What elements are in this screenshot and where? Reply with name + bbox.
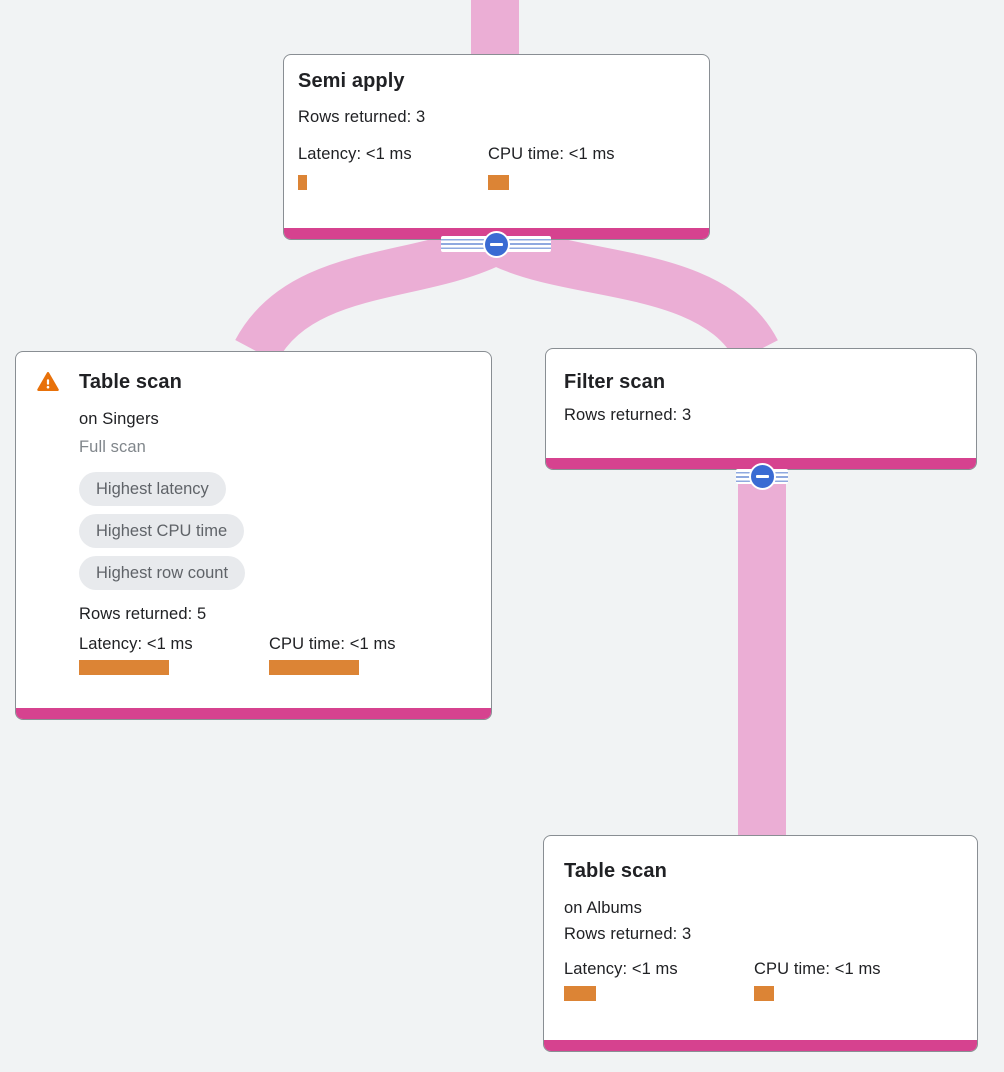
node-subtitle: on Singers	[79, 410, 159, 428]
node-semi-apply[interactable]: Semi apply Rows returned: 3 Latency: <1 …	[283, 54, 710, 240]
collapse-button-semi-apply[interactable]	[483, 231, 510, 258]
warning-icon	[37, 372, 59, 391]
latency-bar	[79, 660, 169, 675]
cpu-time-bar	[488, 175, 509, 190]
minus-icon	[756, 475, 769, 478]
node-table-scan-albums[interactable]: Table scan on Albums Rows returned: 3 La…	[543, 835, 978, 1052]
node-footer-bar	[16, 708, 491, 719]
badge-highest-row-count: Highest row count	[79, 556, 246, 590]
badge-highest-cpu-time: Highest CPU time	[79, 514, 245, 548]
latency-bar	[298, 175, 307, 190]
rows-returned: Rows returned: 3	[298, 108, 426, 126]
latency-bar	[564, 986, 596, 1001]
node-title: Filter scan	[564, 371, 666, 393]
badge-highest-latency: Highest latency	[79, 472, 226, 506]
minus-icon	[490, 243, 503, 246]
collapse-button-filter-scan[interactable]	[749, 463, 776, 490]
latency-label: Latency: <1 ms	[79, 635, 193, 653]
rows-returned: Rows returned: 3	[564, 406, 692, 424]
edge-semi-apply-to-table-scan-singers	[235, 222, 501, 364]
cpu-time-label: CPU time: <1 ms	[488, 145, 615, 163]
node-title: Table scan	[79, 371, 182, 393]
latency-label: Latency: <1 ms	[298, 145, 412, 163]
node-subtitle: on Albums	[564, 899, 642, 917]
edge-semi-apply-to-filter-scan	[491, 222, 778, 364]
cpu-time-label: CPU time: <1 ms	[754, 960, 881, 978]
node-filter-scan[interactable]: Filter scan Rows returned: 3	[545, 348, 977, 470]
edge-root-to-semi-apply	[471, 0, 519, 56]
scan-type-label: Full scan	[79, 438, 146, 456]
rows-returned: Rows returned: 3	[564, 925, 692, 943]
node-title: Semi apply	[298, 70, 405, 92]
cpu-time-bar	[754, 986, 774, 1001]
cpu-time-label: CPU time: <1 ms	[269, 635, 396, 653]
rows-returned: Rows returned: 5	[79, 605, 207, 623]
latency-label: Latency: <1 ms	[564, 960, 678, 978]
cpu-time-bar	[269, 660, 359, 675]
edge-filter-scan-to-table-scan-albums	[738, 472, 786, 836]
node-footer-bar	[544, 1040, 977, 1051]
node-table-scan-singers[interactable]: Table scan on Singers Full scan Highest …	[15, 351, 492, 720]
node-title: Table scan	[564, 860, 667, 882]
